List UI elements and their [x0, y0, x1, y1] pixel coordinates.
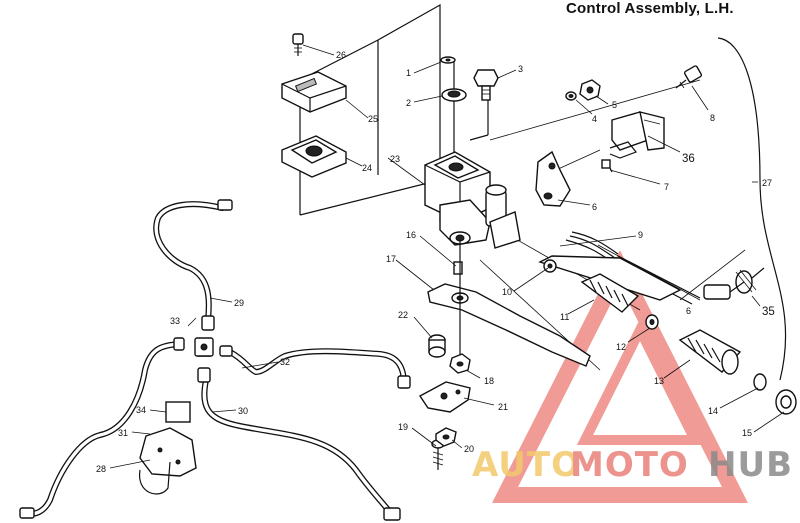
banjo-bolt-3 [473, 69, 499, 101]
parking-lock-21 [418, 381, 471, 413]
brake-hose-31 [27, 341, 183, 517]
callout-36: 36 [682, 153, 695, 165]
callout-23: 23 [390, 154, 400, 164]
callout-2: 2 [406, 98, 411, 108]
callout-12: 12 [616, 342, 626, 352]
reservoir-cover-25 [281, 71, 347, 113]
callout-29: 29 [234, 298, 244, 308]
clip-1 [440, 56, 456, 64]
brake-hose-29 [153, 201, 225, 323]
callout-11: 11 [560, 312, 569, 322]
screw-8 [675, 65, 703, 89]
reservoir-gasket-24 [281, 135, 347, 178]
spacer-12 [645, 314, 659, 330]
callout-31: 31 [118, 428, 128, 438]
callout-22: 22 [398, 310, 408, 320]
brake-hose-30 [201, 377, 395, 518]
nut-5 [579, 79, 601, 101]
callout-24: 24 [362, 163, 372, 173]
callout-25: 25 [368, 114, 378, 124]
nut-18 [449, 353, 471, 374]
callout-32: 32 [280, 357, 290, 367]
reservoir-cover-screw-26 [292, 33, 304, 56]
throttle-assembly-35 [703, 267, 765, 300]
callout-33: 33 [170, 316, 180, 326]
master-cylinder-body-23 [424, 151, 521, 249]
callout-28: 28 [96, 464, 106, 474]
callout-6b: 6 [686, 306, 691, 316]
callout-18: 18 [484, 376, 494, 386]
callout-4: 4 [592, 114, 597, 124]
callout-labels: 26 25 24 23 1 2 3 4 5 8 36 7 6 9 10 6 35… [96, 50, 775, 474]
callout-21: 21 [498, 402, 508, 412]
callout-15: 15 [742, 428, 752, 438]
switch-housing-10 [538, 255, 682, 301]
assembly-bracket-27 [717, 37, 787, 381]
callout-6: 6 [592, 202, 597, 212]
callout-26: 26 [336, 50, 346, 60]
hose-fittings [19, 199, 411, 521]
lever-bracket-6 [535, 150, 571, 207]
watermark-auto: AUTO [472, 445, 581, 485]
watermark-moto: MOTO [570, 445, 689, 485]
end-cap-15 [775, 389, 797, 415]
callout-8: 8 [710, 113, 715, 123]
callout-17: 17 [386, 254, 396, 264]
callout-34: 34 [136, 405, 146, 415]
callout-9: 9 [638, 230, 643, 240]
washer-4 [565, 91, 577, 101]
brake-hose-32 [227, 348, 407, 387]
callout-5: 5 [612, 100, 617, 110]
callout-7: 7 [664, 182, 669, 192]
callout-16: 16 [406, 230, 416, 240]
watermark-logo [491, 250, 749, 503]
callout-10: 10 [502, 287, 512, 297]
bushing-22 [428, 334, 446, 358]
watermark-hub: HUB [708, 445, 793, 485]
washer-14 [753, 373, 767, 391]
guard-28 [139, 427, 197, 495]
callout-27: 27 [762, 178, 772, 188]
diaphragm-2 [441, 88, 467, 102]
callout-1: 1 [406, 68, 411, 78]
switch-36 [611, 111, 665, 151]
callout-14: 14 [708, 406, 718, 416]
watermark-text: AUTO MOTO HUB [472, 445, 793, 485]
handlebar-grip-13 [678, 329, 742, 375]
callout-19: 19 [398, 422, 408, 432]
assembly-boundary-lines [299, 3, 746, 371]
callout-35: 35 [762, 306, 775, 318]
callout-20: 20 [464, 444, 474, 454]
callout-3: 3 [518, 64, 523, 74]
diagram-title: Control Assembly, L.H. [566, 0, 734, 17]
callout-13: 13 [654, 376, 664, 386]
junction-block-33 [194, 337, 214, 357]
callout-30: 30 [238, 406, 248, 416]
hose-clip-34 [165, 401, 191, 423]
leader-lines [109, 44, 785, 469]
grip-spring-11 [580, 273, 640, 313]
pivot-pin-16 [453, 261, 463, 275]
